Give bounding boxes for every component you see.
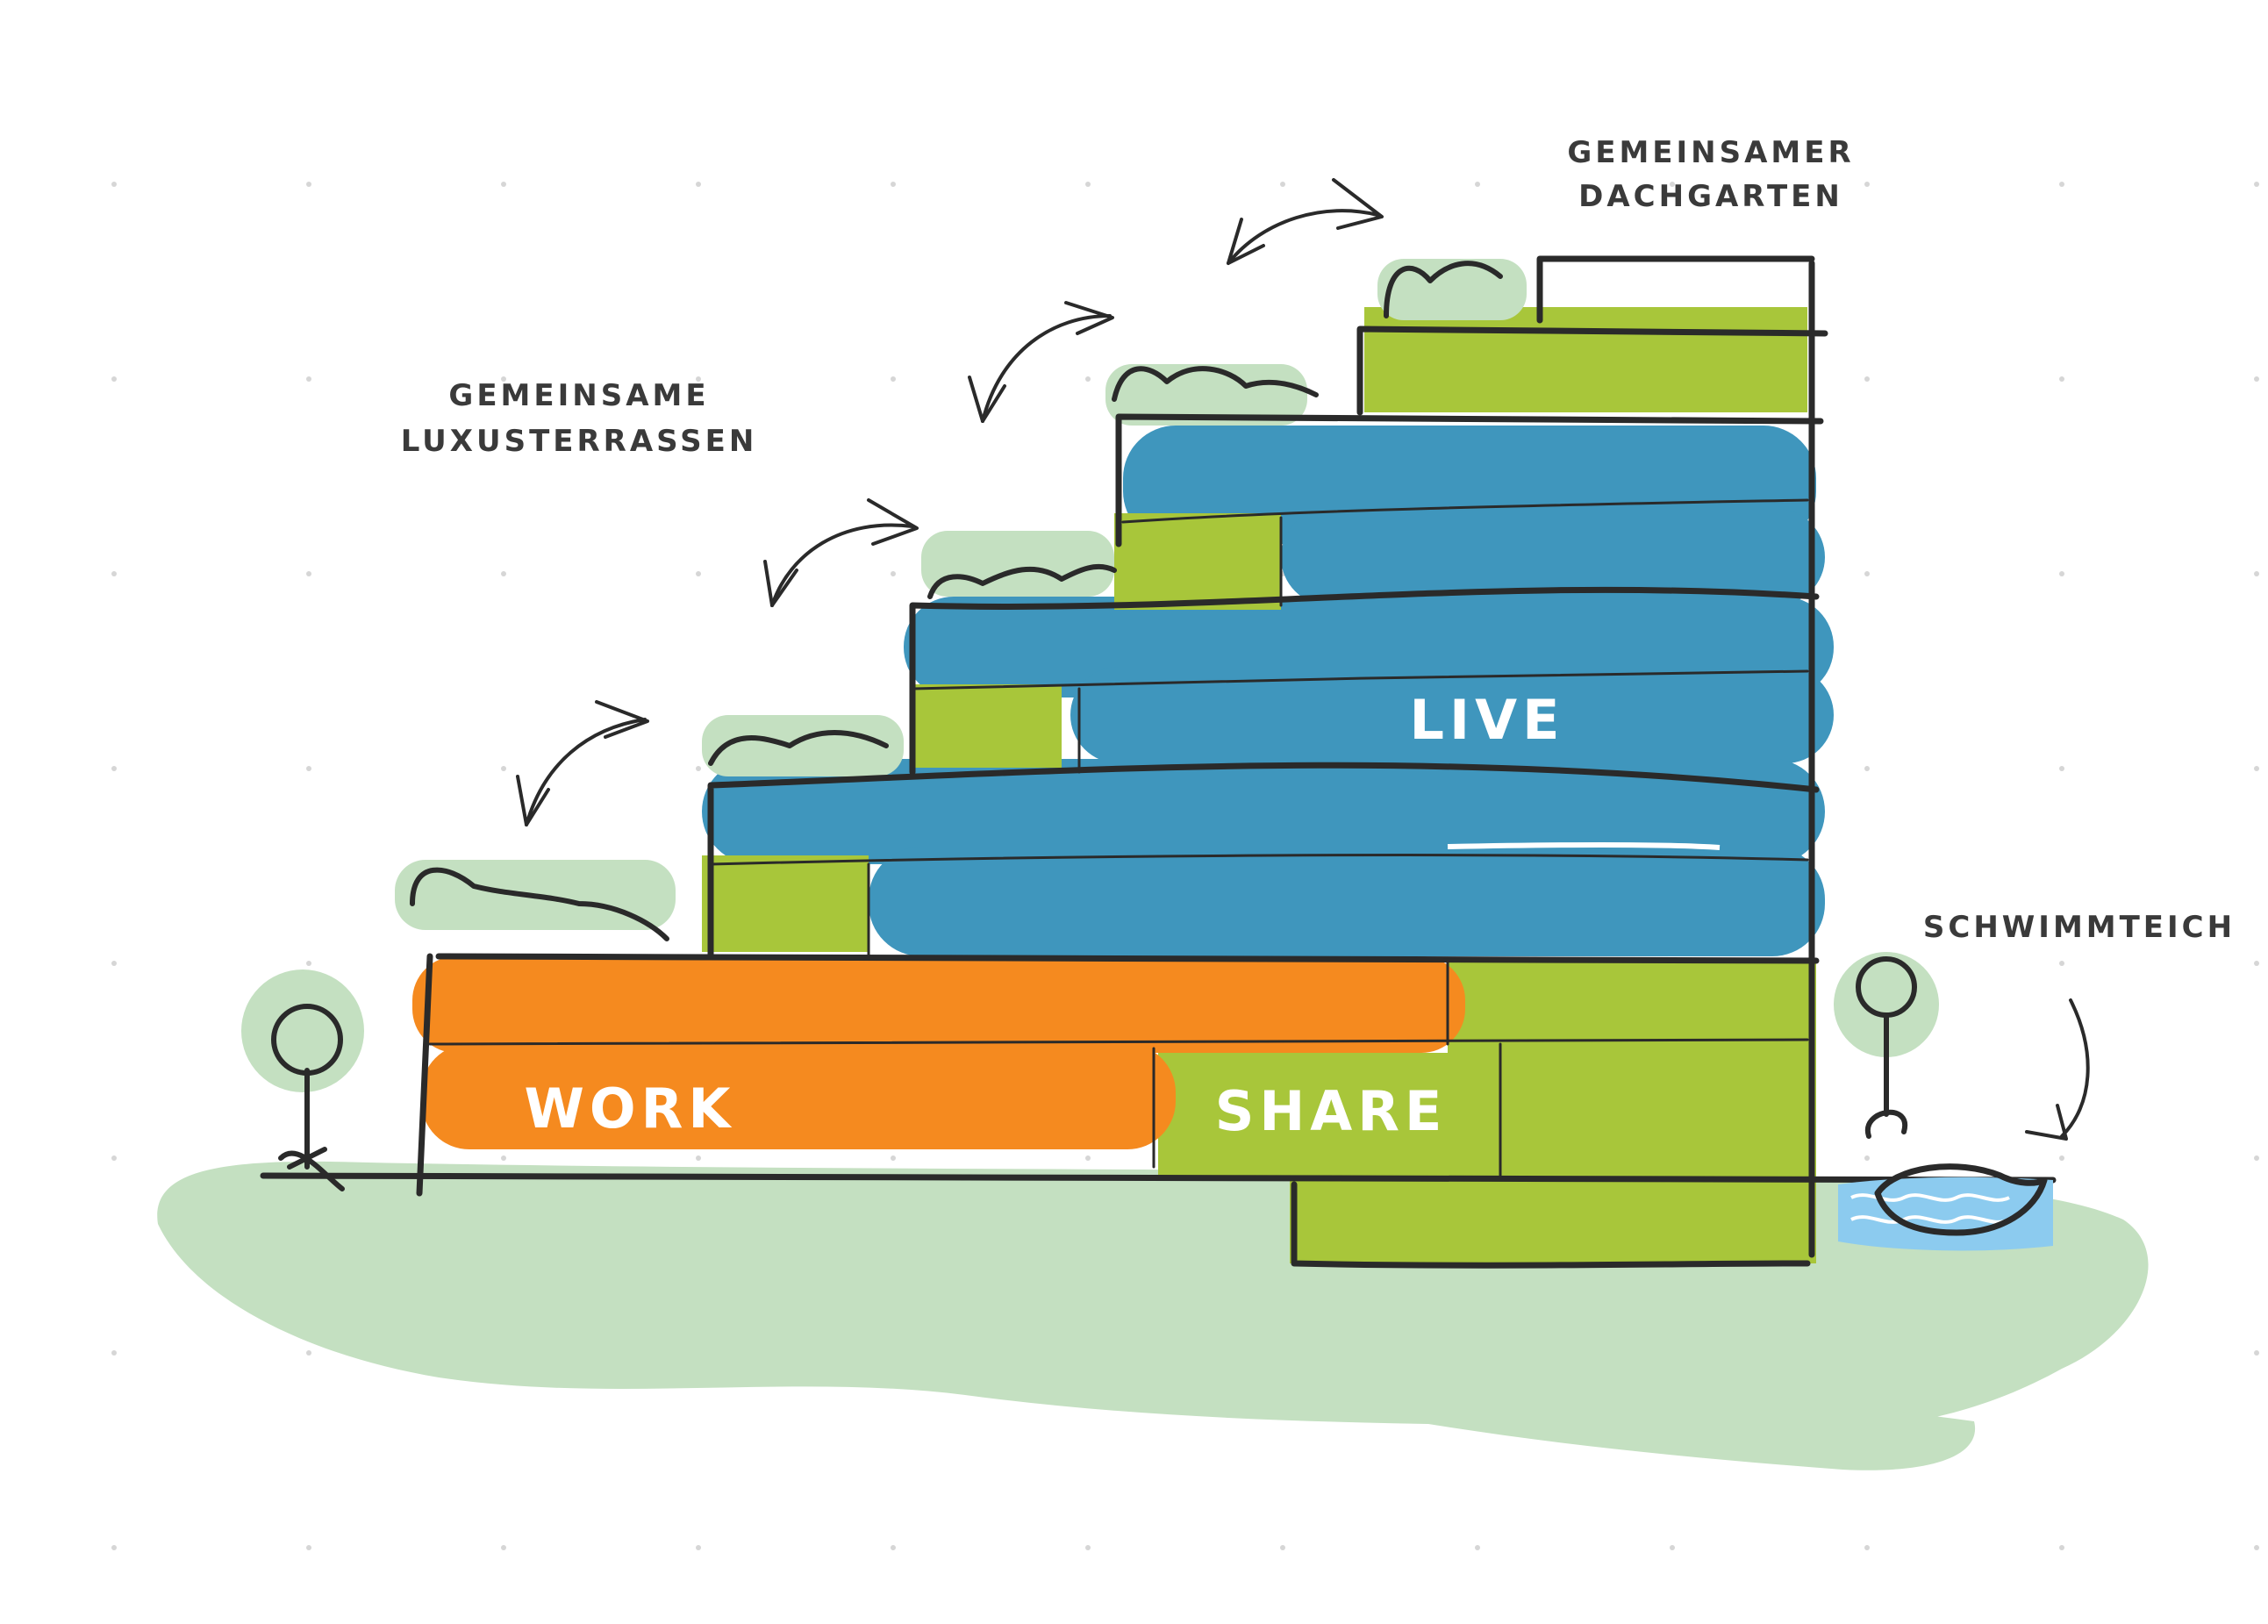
grid-dot: [696, 376, 701, 382]
grid-dot: [306, 376, 311, 382]
grid-dot: [1864, 571, 1870, 576]
grid-dot: [111, 571, 117, 576]
grid-dot: [891, 571, 896, 576]
grid-dot: [2254, 376, 2259, 382]
grid-dot: [501, 376, 506, 382]
grid-dot: [1670, 182, 1675, 187]
grid-dot: [2254, 766, 2259, 771]
grid-dot: [306, 571, 311, 576]
grid-dot: [891, 182, 896, 187]
building-outline: [260, 255, 2057, 1269]
grid-dot: [306, 182, 311, 187]
label-dachgarten-line2: DACHGARTEN: [1578, 179, 1843, 214]
grid-dot: [891, 1155, 896, 1161]
label-live: LIVE: [1410, 688, 1565, 752]
label-terrassen: GEMEINSAME LUXUSTERRASSEN: [401, 378, 758, 459]
grid-dot: [696, 1155, 701, 1161]
label-schwimmteich: SCHWIMMTEICH: [1923, 910, 2236, 945]
label-dachgarten-line1: GEMEINSAMER: [1567, 135, 1854, 170]
label-terrassen-line2: LUXUSTERRASSEN: [401, 424, 758, 459]
grid-dot: [1280, 1545, 1285, 1550]
grid-dot: [2059, 961, 2064, 966]
grid-dot: [501, 571, 506, 576]
grid-dot: [111, 1155, 117, 1161]
grid-dot: [696, 182, 701, 187]
floor-lines: [428, 498, 1809, 1182]
grid-dot: [501, 1545, 506, 1550]
grid-dot: [111, 182, 117, 187]
grid-dot: [2254, 1350, 2259, 1356]
grid-dot: [306, 766, 311, 771]
grid-dot: [1475, 182, 1480, 187]
work-block: [412, 956, 1465, 1149]
share-block: [702, 307, 1816, 1263]
grid-dot: [306, 1350, 311, 1356]
grid-dot: [1280, 182, 1285, 187]
grid-dot: [1864, 376, 1870, 382]
grid-dot: [111, 766, 117, 771]
grid-dot: [111, 376, 117, 382]
label-terrassen-line1: GEMEINSAME: [448, 378, 709, 413]
grid-dot: [111, 961, 117, 966]
grid-dot: [2254, 961, 2259, 966]
tree-right: [1834, 952, 1939, 1139]
grid-dot: [1864, 1545, 1870, 1550]
grid-dot: [1864, 182, 1870, 187]
grid-dot: [1085, 1155, 1091, 1161]
swimming-pond: [1838, 1163, 2053, 1251]
grid-dot: [111, 1545, 117, 1550]
grid-dot: [891, 1545, 896, 1550]
grid-dot: [306, 1545, 311, 1550]
grid-dot: [2059, 182, 2064, 187]
grid-dot: [1670, 1545, 1675, 1550]
exchange-arrows: [516, 178, 2090, 1141]
grid-dot: [2059, 766, 2064, 771]
grid-dot: [111, 1350, 117, 1356]
bush-doodles: [410, 261, 1503, 941]
grid-dot: [501, 182, 506, 187]
grid-dot: [696, 1545, 701, 1550]
grid-dot: [501, 766, 506, 771]
grid-dot: [501, 1155, 506, 1161]
grid-dot: [1864, 766, 1870, 771]
grid-dot: [2254, 1155, 2259, 1161]
grid-dot: [2254, 1545, 2259, 1550]
tree-left: [241, 969, 364, 1191]
live-block: [702, 426, 1834, 956]
grid-dot: [1085, 1545, 1091, 1550]
grid-dot: [696, 766, 701, 771]
grid-dot: [2059, 376, 2064, 382]
grid-dot: [2059, 1155, 2064, 1161]
label-work: WORK: [525, 1077, 736, 1141]
grid-dot: [2059, 571, 2064, 576]
grid-dot: [1864, 1155, 1870, 1161]
grid-dot: [891, 376, 896, 382]
grid-dot: [2254, 571, 2259, 576]
grid-dot: [1085, 376, 1091, 382]
grid-dot: [1085, 182, 1091, 187]
grid-dot: [306, 961, 311, 966]
grid-dot: [696, 571, 701, 576]
grid-dot: [1475, 1545, 1480, 1550]
grid-dot: [2059, 1545, 2064, 1550]
label-share: SHARE: [1215, 1079, 1448, 1143]
label-dachgarten: GEMEINSAMER DACHGARTEN: [1567, 135, 1854, 214]
grid-dot: [2254, 182, 2259, 187]
